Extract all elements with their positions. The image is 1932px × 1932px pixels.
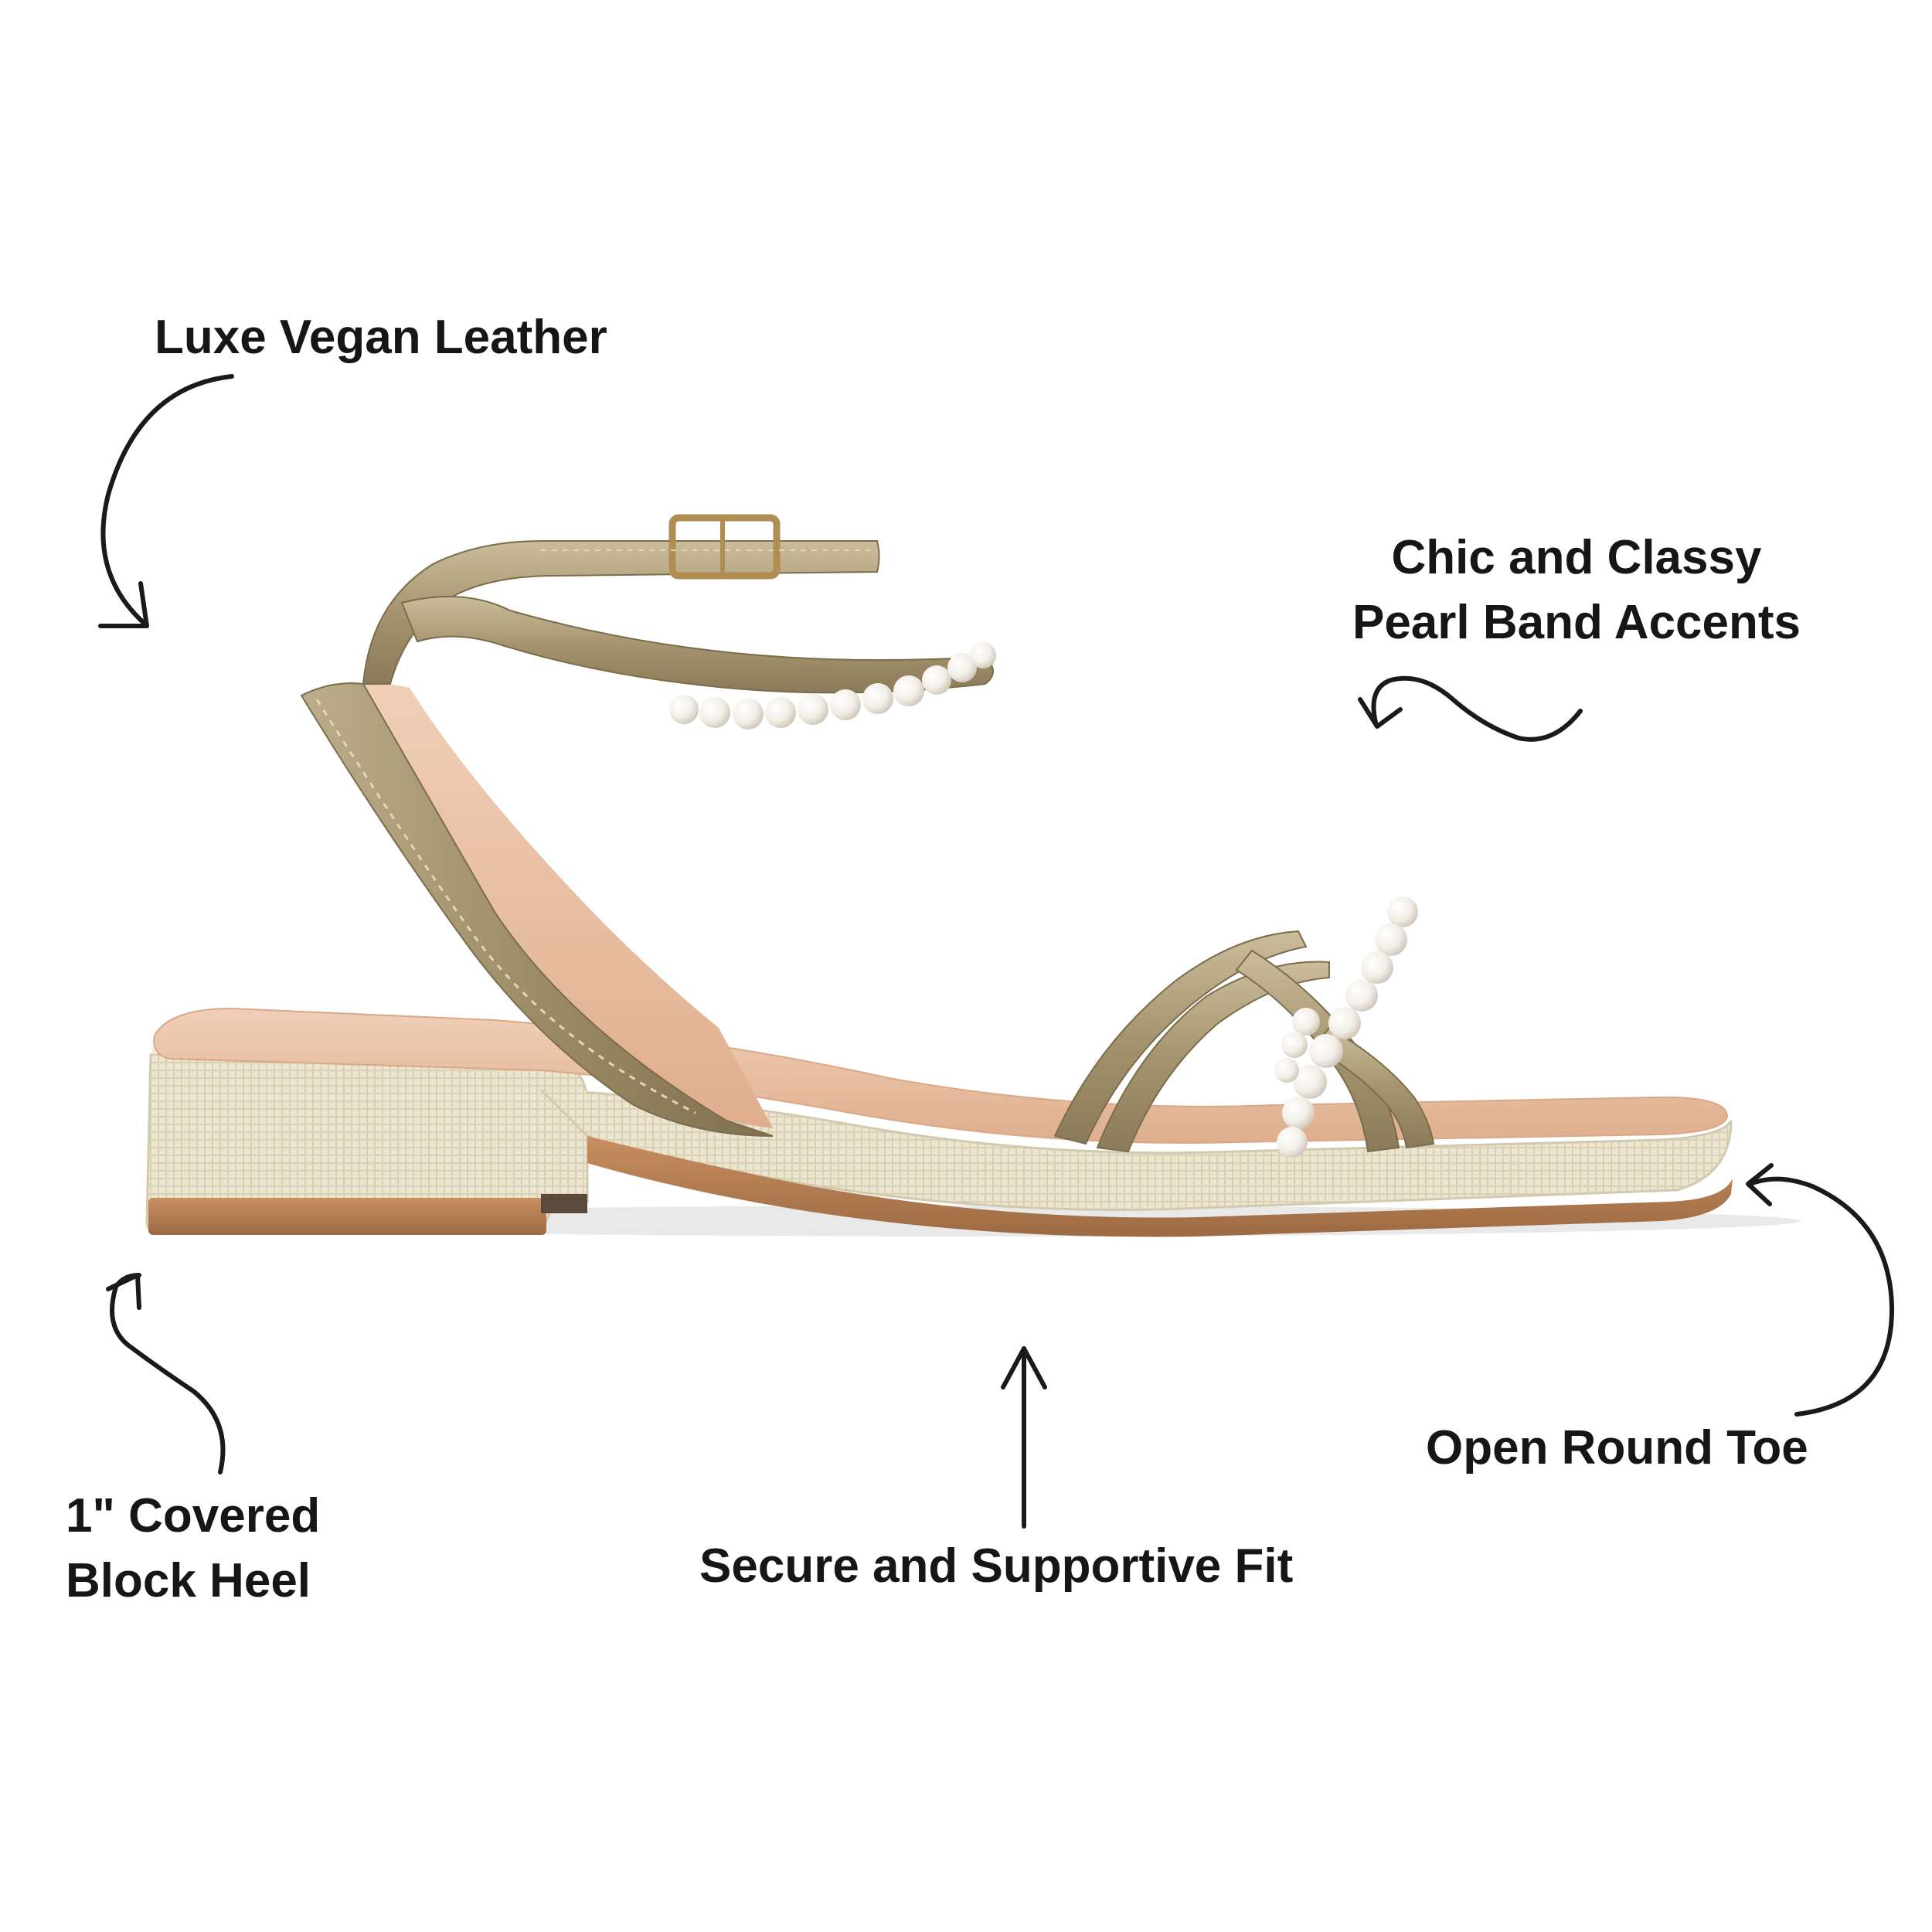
wavy-arrow-icon [1358, 675, 1583, 742]
callout-heel-line-1: 1" Covered [66, 1489, 321, 1543]
callout-pearl-line-2: Pearl Band Accents [1352, 596, 1801, 649]
ankle-pearl-band [669, 642, 996, 730]
curved-arrow-icon [106, 1273, 226, 1475]
callout-pearl-band-accents: Chic and Classy Pearl Band Accents [1314, 526, 1839, 655]
callout-heel-line-2: Block Heel [66, 1554, 311, 1607]
curved-arrow-icon [1746, 1163, 1895, 1417]
straight-arrow-icon [1001, 1346, 1047, 1529]
callout-pearl-line-1: Chic and Classy [1391, 531, 1762, 584]
callout-secure-fit: Secure and Supportive Fit [699, 1539, 1294, 1593]
callout-open-round-toe: Open Round Toe [1426, 1421, 1808, 1475]
callout-luxe-vegan-leather: Luxe Vegan Leather [155, 311, 607, 364]
buckle [668, 514, 781, 580]
toe-straps [1053, 930, 1435, 1153]
platform [538, 1088, 1733, 1237]
callout-block-heel: 1" Covered Block Heel [66, 1484, 320, 1614]
curved-arrow-icon [98, 374, 234, 628]
ankle-strap [362, 514, 994, 694]
toe-pearl-band [1274, 896, 1418, 1158]
block-heel [145, 1053, 589, 1235]
